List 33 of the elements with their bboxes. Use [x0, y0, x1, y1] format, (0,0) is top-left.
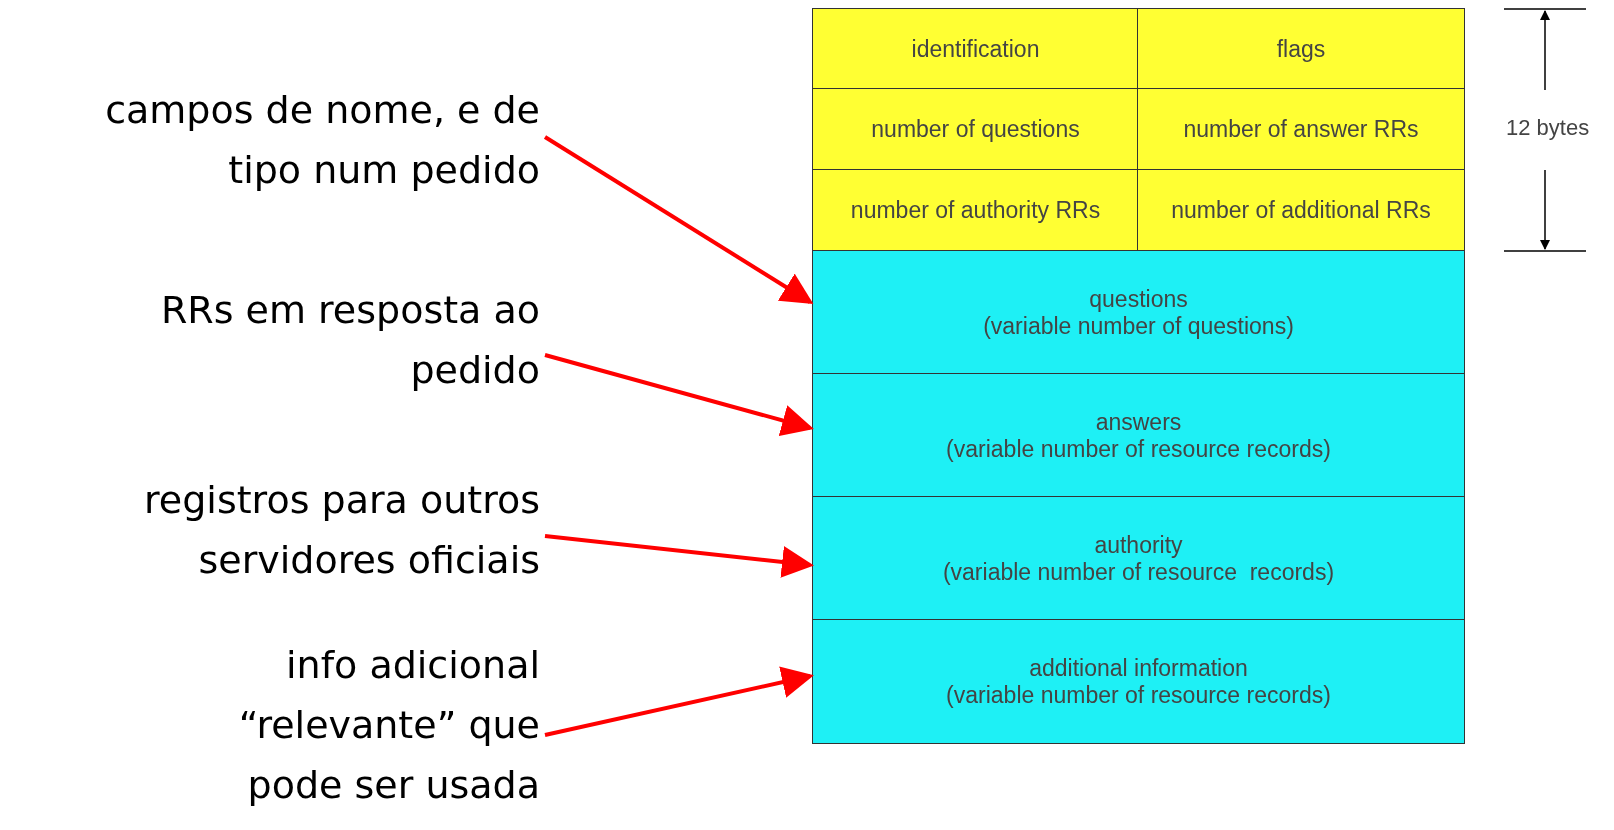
section-title: authority	[1094, 531, 1183, 559]
header-field	[812, 88, 1139, 171]
section-description: (variable number of questions)	[983, 312, 1294, 340]
annotation-text: registros para outros servidores oficiais	[0, 470, 540, 590]
header-field	[812, 169, 1139, 252]
header-field	[812, 8, 1139, 90]
field-label: number of questions	[871, 116, 1080, 143]
field-label: identification	[911, 35, 1040, 63]
section-field	[812, 496, 1465, 621]
dimension-label: 12 bytes	[1506, 115, 1590, 141]
header-field	[1137, 88, 1465, 171]
header-field	[1137, 169, 1465, 252]
section-description: (variable number of resource records)	[942, 558, 1335, 586]
section-description: (variable number of resource records)	[946, 435, 1331, 463]
field-label: number of additional RRs	[1171, 197, 1431, 224]
section-description: (variable number of resource records)	[946, 681, 1331, 709]
field-label: flags	[1276, 35, 1326, 63]
annotation-text: campos de nome, e de tipo num pedido	[100, 80, 540, 200]
section-field	[812, 373, 1465, 498]
arrow	[543, 135, 814, 305]
arrow	[544, 353, 814, 436]
section-field	[812, 250, 1465, 375]
field-label: number of authority RRs	[850, 197, 1101, 224]
annotation-text: info adicional “relevante” que pode ser usada	[140, 635, 540, 815]
header-field	[1137, 8, 1465, 90]
annotation-text: RRs em resposta ao pedido	[145, 280, 540, 400]
section-title: answers	[1095, 408, 1182, 436]
section-field	[812, 619, 1465, 744]
arrow	[544, 534, 814, 578]
section-title: additional information	[1029, 654, 1248, 682]
section-title: questions	[1089, 285, 1188, 313]
field-label: number of answer RRs	[1183, 116, 1419, 143]
arrow	[544, 666, 814, 737]
